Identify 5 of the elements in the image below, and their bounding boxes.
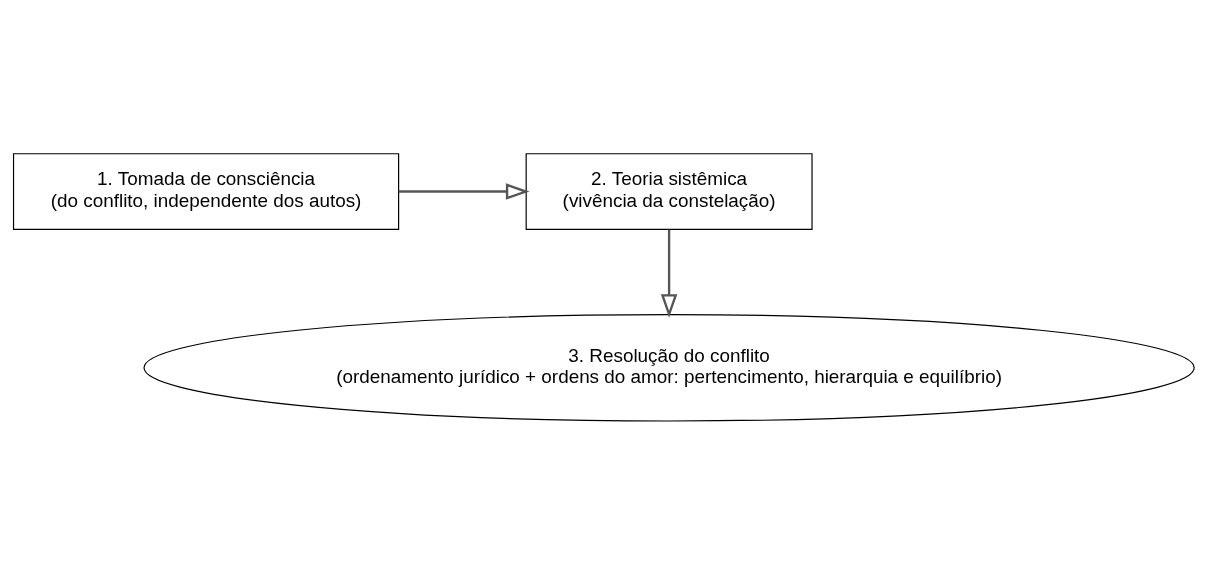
arrow [660, 229, 678, 318]
arrow [398, 183, 530, 200]
node-box: 1. Tomada de consciência (do conflito, independente dos autos) [12, 153, 400, 230]
node-box: 2. Teoria sistêmica (vivência da constelação) [525, 153, 813, 230]
node-ellipse: 3. Resolução do conflito (ordenamento jurídico + ordens do amor: pertencimento, hierarquia e equilíbrio) [143, 314, 1195, 422]
